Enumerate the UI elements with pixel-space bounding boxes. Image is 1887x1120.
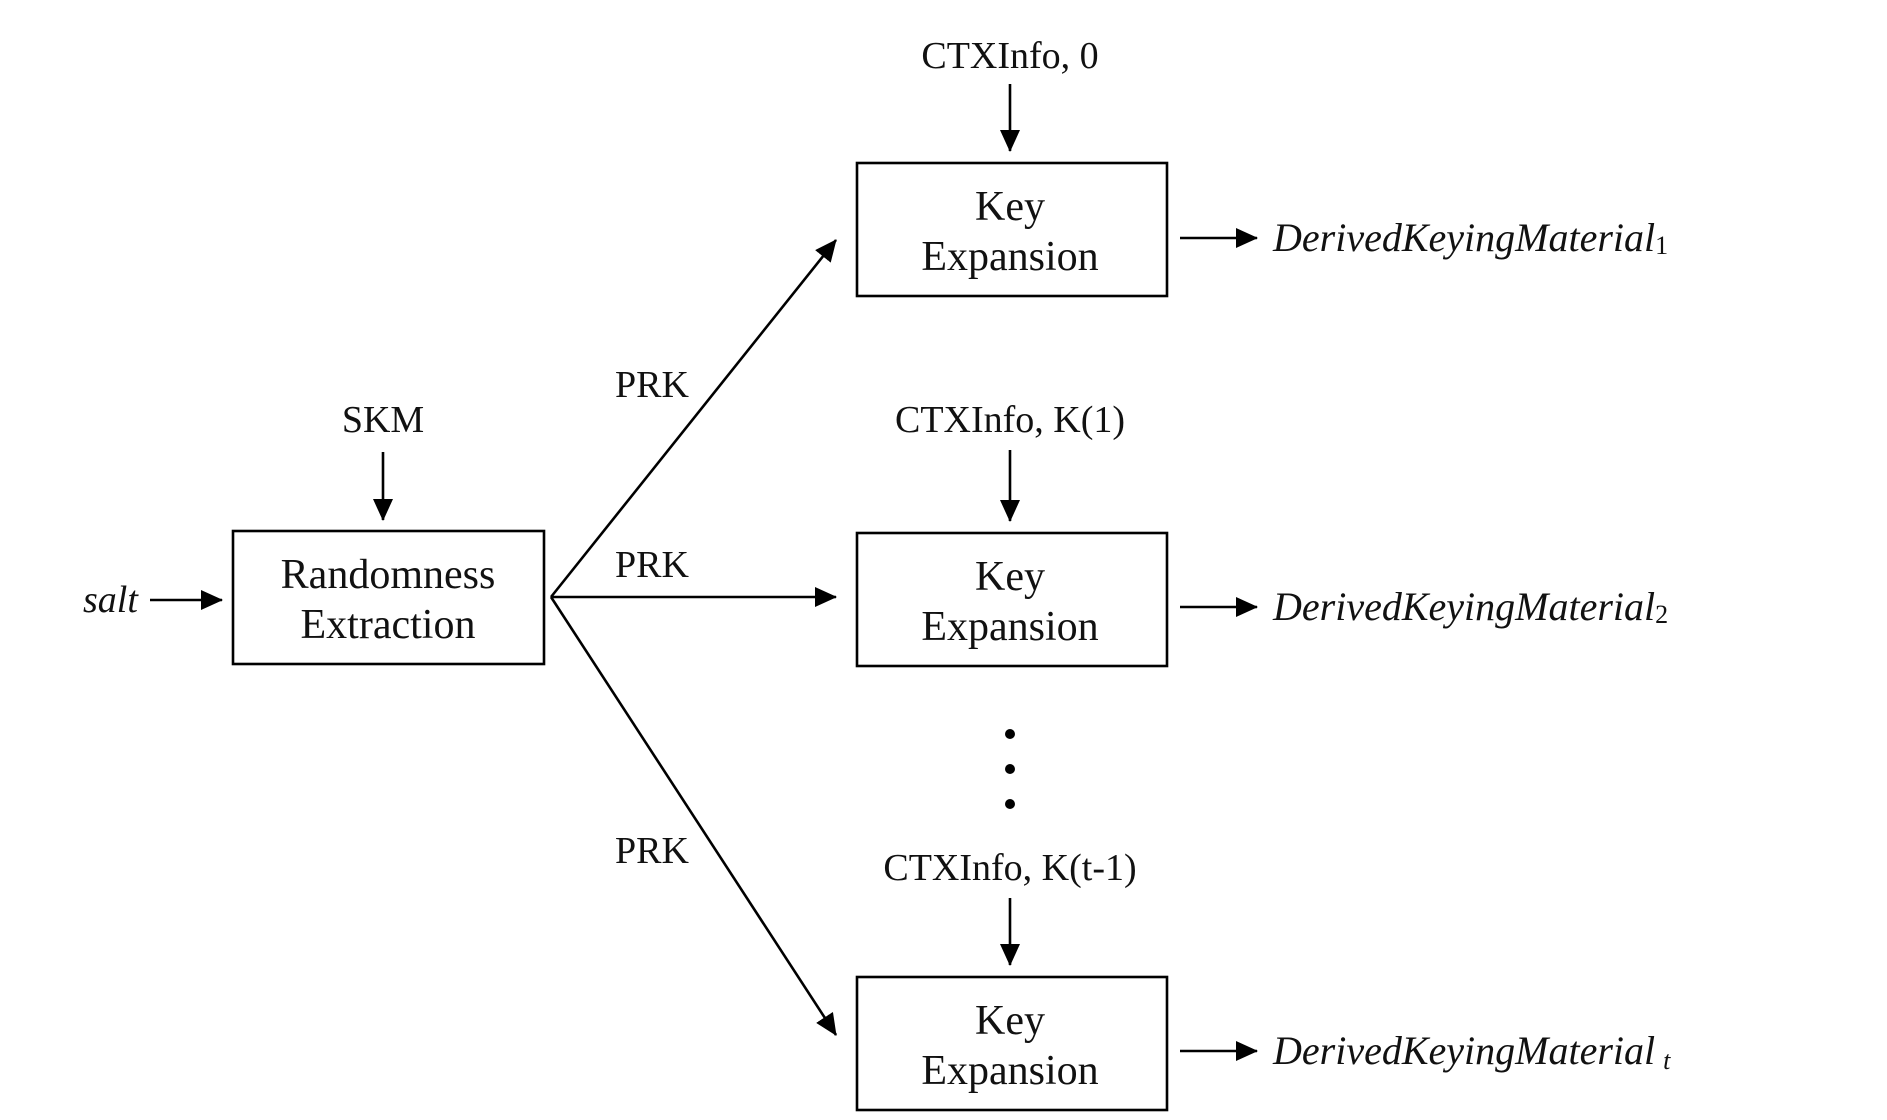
ellipsis-dot-2 (1005, 764, 1015, 774)
prk-arrow-bottom (549, 596, 838, 1036)
ellipsis-dot-3 (1005, 799, 1015, 809)
prk-label-bottom: PRK (615, 830, 689, 872)
prk-label-top: PRK (615, 364, 689, 406)
ctxinfo-kt-label: CTXInfo, K(t-1) (883, 847, 1136, 889)
ctxinfo-0-label: CTXInfo, 0 (921, 35, 1098, 77)
prk-label-middle: PRK (615, 544, 689, 586)
salt-label: salt (83, 579, 139, 621)
key-expansion-1-line1: Key (975, 184, 1045, 230)
key-expansion-1-line2: Expansion (921, 234, 1098, 280)
key-expansion-t-line1: Key (975, 998, 1045, 1044)
key-expansion-box-t (855, 975, 1169, 1112)
ctxinfo-k1-label: CTXInfo, K(1) (895, 399, 1125, 441)
skm-label: SKM (342, 399, 424, 441)
key-expansion-2-line1: Key (975, 554, 1045, 600)
key-expansion-box-2 (855, 531, 1169, 668)
extraction-line1: Randomness (281, 552, 496, 598)
key-expansion-t-line2: Expansion (921, 1048, 1098, 1094)
key-expansion-box-1 (855, 161, 1169, 298)
randomness-extraction-box (231, 529, 546, 666)
extraction-line2: Extraction (301, 602, 476, 648)
prk-arrow-top (549, 239, 838, 598)
derived-keying-material-1: DerivedKeyingMaterial1 (1272, 215, 1668, 260)
ellipsis-dot-1 (1005, 729, 1015, 739)
key-expansion-2-line2: Expansion (921, 604, 1098, 650)
derived-keying-material-2: DerivedKeyingMaterial2 (1272, 584, 1668, 629)
